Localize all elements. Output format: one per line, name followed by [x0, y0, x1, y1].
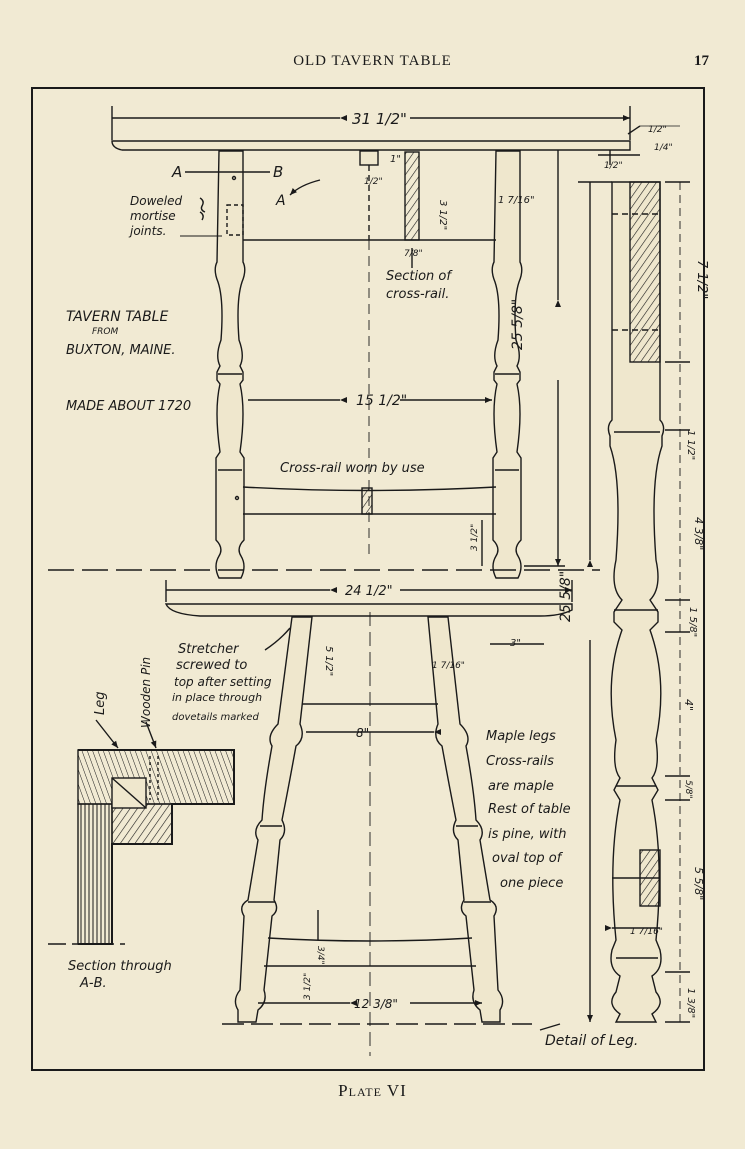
dim-detail-d7: 1 7/16" — [630, 927, 663, 937]
page-number: 17 — [694, 53, 709, 69]
dim-detail-d1: 1 1/2" — [685, 430, 696, 460]
label-a-callout: A — [275, 193, 286, 209]
label-a-left: A — [171, 163, 182, 181]
label-wooden-pin: Wooden Pin — [139, 657, 153, 728]
dim-height: 25 5/8" — [510, 299, 526, 350]
dim-detail-d3: 1 5/8" — [687, 607, 698, 637]
label-maple-4: Rest of table — [488, 802, 571, 817]
label-maple-7: one piece — [500, 876, 563, 891]
label-maple-6: oval top of — [492, 851, 564, 866]
dim-end-stretcher: 3/4" — [315, 946, 325, 965]
label-section-of: Section of — [386, 269, 453, 284]
label-stretcher-2: screwed to — [176, 658, 247, 673]
dim-end-span: 8" — [356, 726, 369, 740]
dim-rail-height: 3 1/2" — [437, 200, 448, 230]
label-maple-1: Maple legs — [486, 729, 556, 744]
label-stretcher-3: top after setting — [174, 675, 272, 689]
label-stretcher-4: in place through — [172, 691, 262, 704]
label-maple-5: is pine, with — [488, 827, 566, 842]
label-detail-leg: Detail of Leg. — [545, 1033, 638, 1049]
title-made: MADE ABOUT 1720 — [66, 399, 191, 414]
dim-detail-top: 7 1/2" — [694, 260, 709, 299]
dim-detail-d4: 4" — [682, 699, 695, 711]
dim-end-bottom: 12 3/8" — [354, 997, 398, 1011]
label-b-left: B — [273, 163, 283, 181]
title-line3: BUXTON, MAINE. — [66, 343, 176, 358]
dim-detail-d5: 5/8" — [683, 780, 693, 799]
plate-word: Plate — [338, 1081, 382, 1100]
title-line2: FROM — [92, 327, 119, 337]
dim-tenon-half: 1/2" — [364, 177, 383, 187]
label-stretcher-5: dovetails marked — [172, 712, 259, 723]
dim-top-thick-b: 1/4" — [654, 143, 673, 153]
dim-leg-square: 1 7/16" — [498, 195, 535, 206]
dim-detail-d8: 1 3/8" — [685, 988, 696, 1018]
dim-top-length: 31 1/2" — [352, 110, 407, 128]
detail-leg-drawing — [607, 181, 665, 1023]
plate-border — [31, 87, 705, 1071]
dim-end-leg: 1 7/16" — [432, 661, 465, 671]
end-left-leg — [234, 616, 313, 1023]
dim-top-thick-a: 1/2" — [648, 125, 667, 135]
section-ab-drawing — [48, 719, 235, 945]
side-left-leg — [214, 150, 246, 579]
dim-rail-width: 7/8" — [404, 249, 423, 259]
label-mortise: mortise — [130, 209, 176, 223]
side-table-top — [111, 140, 631, 151]
label-maple-2: Cross-rails — [486, 754, 554, 769]
label-joints: joints. — [128, 224, 166, 238]
crossrail-section — [404, 151, 420, 241]
label-maple-3: are maple — [488, 779, 554, 794]
dim-end-top: 24 1/2" — [345, 584, 393, 599]
label-a-b: A-B. — [79, 976, 107, 991]
dim-overhang: 1/2" — [604, 161, 623, 171]
label-section-through: Section through — [68, 959, 172, 974]
dim-detail-d2: 4 3/8" — [692, 517, 705, 550]
end-table-top — [164, 603, 573, 617]
label-crossrail-worn: Cross-rail worn by use — [280, 461, 425, 476]
dim-end-apron: 5 1/2" — [323, 646, 334, 676]
plate-caption: Plate VI — [0, 1081, 745, 1101]
label-cross-rail: cross-rail. — [386, 287, 449, 302]
label-doweled: Doweled — [130, 194, 182, 208]
end-right-leg — [427, 616, 504, 1023]
dim-inner-span: 15 1/2" — [356, 393, 407, 409]
title-line1: TAVERN TABLE — [66, 309, 168, 325]
dim-low-rail: 3 1/2" — [470, 524, 480, 551]
plate-numeral: VI — [386, 1081, 407, 1100]
running-head: OLD TAVERN TABLE — [293, 53, 452, 69]
side-right-leg — [491, 150, 523, 579]
label-stretcher-1: Stretcher — [178, 642, 240, 657]
dim-detail-total: 25 5/8" — [558, 571, 574, 622]
label-leg: Leg — [93, 692, 108, 716]
dim-detail-d6: 5 5/8" — [692, 867, 705, 900]
dim-tenon-1: 1" — [390, 154, 401, 165]
dim-end-low: 3 1/2" — [303, 973, 313, 1000]
dim-end-overhang: 3" — [510, 638, 521, 649]
